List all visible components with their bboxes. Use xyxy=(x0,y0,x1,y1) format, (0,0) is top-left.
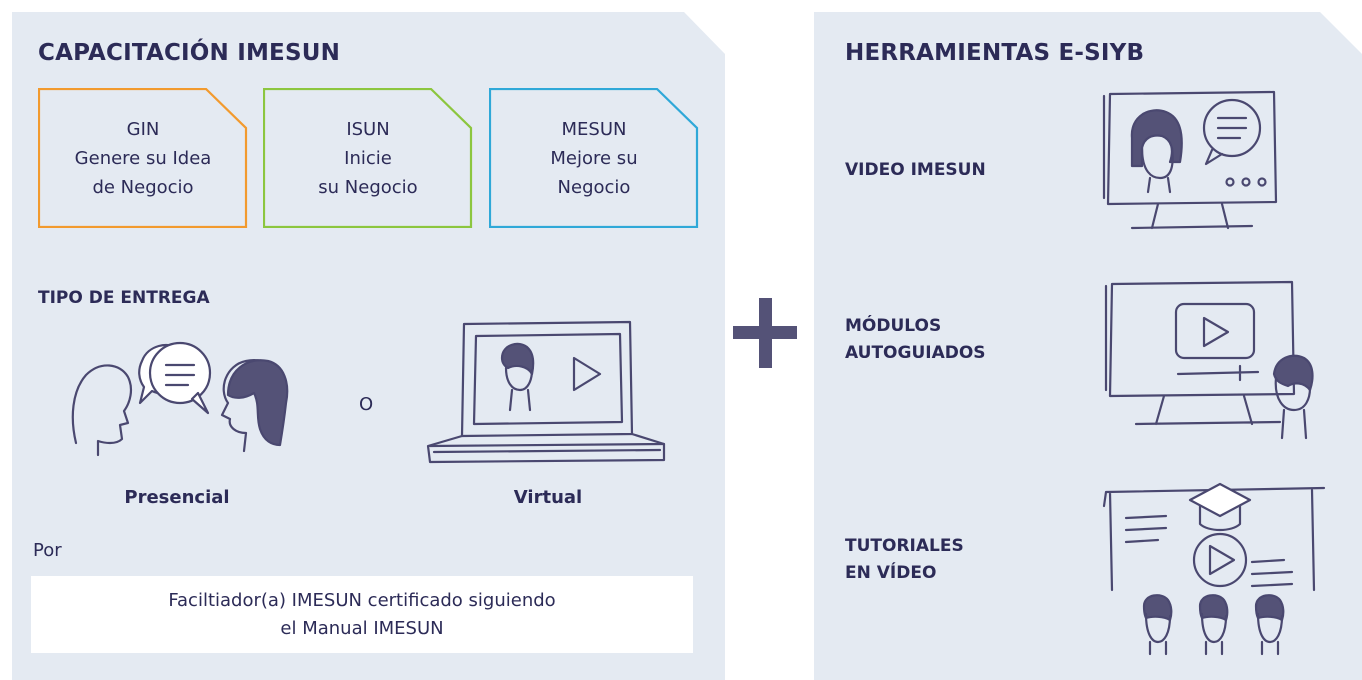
in-person-conversation-icon xyxy=(71,341,289,457)
card-isun: ISUN Inicie su Negocio xyxy=(263,88,473,228)
facilitator-line-1: Faciltiador(a) IMESUN certificado siguie… xyxy=(168,589,556,611)
card-isun-line-3: su Negocio xyxy=(318,176,418,198)
card-isun-line-1: ISUN xyxy=(346,118,390,140)
video-call-monitor-icon xyxy=(1102,90,1278,230)
delivery-type-heading: TIPO DE ENTREGA xyxy=(38,288,210,308)
card-mesun: MESUN Mejore su Negocio xyxy=(489,88,699,228)
card-gin-frame xyxy=(38,88,248,228)
herramientas-heading: HERRAMIENTAS E-SIYB xyxy=(845,40,1145,66)
capacitacion-heading: CAPACITACIÓN IMESUN xyxy=(38,40,341,66)
card-isun-frame xyxy=(263,88,473,228)
facilitator-box: Faciltiador(a) IMESUN certificado siguie… xyxy=(31,576,693,653)
tool-tutorials-line-2: EN VÍDEO xyxy=(845,563,937,583)
facilitator-line-2: el Manual IMESUN xyxy=(280,617,444,639)
video-tutorial-icon xyxy=(1102,482,1326,656)
card-mesun-frame xyxy=(489,88,699,228)
tool-label-tutorials: TUTORIALES EN VÍDEO xyxy=(845,533,964,587)
students-group xyxy=(1142,594,1285,656)
presencial-label: Presencial xyxy=(124,487,230,508)
tool-label-video: VIDEO IMESUN xyxy=(845,157,986,184)
virtual-laptop-icon xyxy=(426,320,666,464)
tool-video-line-1: VIDEO IMESUN xyxy=(845,160,986,180)
card-mesun-line-1: MESUN xyxy=(561,118,627,140)
plus-icon xyxy=(733,298,797,368)
card-gin-line-3: de Negocio xyxy=(92,176,194,198)
tool-label-modules: MÓDULOS AUTOGUIADOS xyxy=(845,313,986,367)
tool-tutorials-line-1: TUTORIALES xyxy=(845,536,964,556)
self-guided-module-icon xyxy=(1104,280,1314,440)
capacitacion-panel xyxy=(12,12,725,680)
card-gin-line-1: GIN xyxy=(126,118,160,140)
card-gin: GIN Genere su Idea de Negocio xyxy=(38,88,248,228)
card-gin-line-2: Genere su Idea xyxy=(74,147,212,169)
tool-modules-line-1: MÓDULOS xyxy=(845,316,942,336)
card-mesun-line-2: Mejore su xyxy=(550,147,638,169)
by-text: Por xyxy=(33,540,62,561)
card-isun-line-2: Inicie xyxy=(344,147,392,169)
or-text: O xyxy=(359,394,374,415)
card-mesun-line-3: Negocio xyxy=(557,176,631,198)
herramientas-panel xyxy=(814,12,1362,680)
tool-modules-line-2: AUTOGUIADOS xyxy=(845,343,986,363)
virtual-label: Virtual xyxy=(513,487,583,508)
